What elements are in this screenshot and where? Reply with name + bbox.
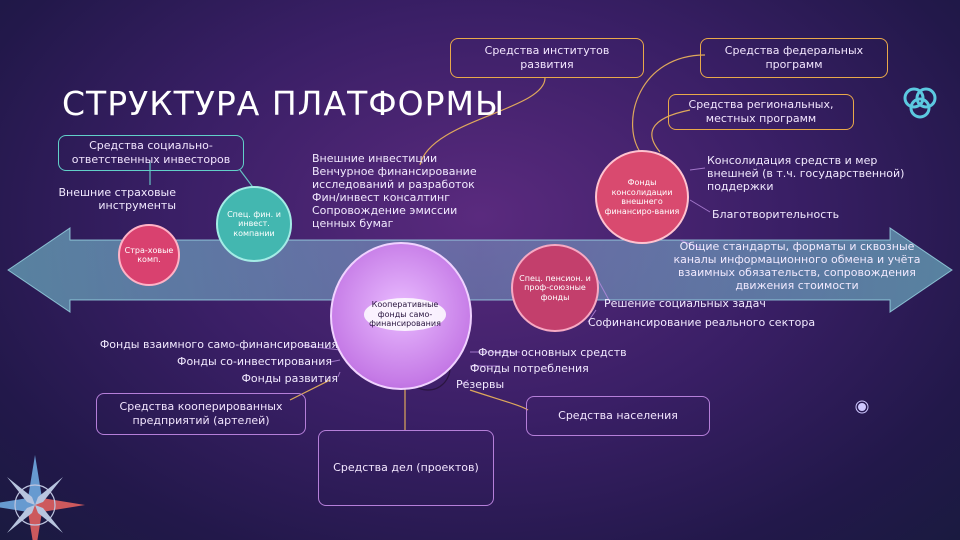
label-cooperative-funds: Кооперативные фонды само-финансирования — [364, 298, 446, 331]
text-cofinancing: Софинансирование реального сектора — [588, 316, 816, 329]
circle-cooperative-funds: Кооперативные фонды само-финансирования — [330, 242, 472, 390]
label-mutual-funds: Фонды взаимного само-финансирования — [99, 338, 338, 351]
logo-icon — [903, 87, 937, 119]
page-title: СТРУКТУРА ПЛАТФОРМЫ — [62, 84, 506, 123]
box-social-investors: Средства социально-ответственных инвесто… — [58, 135, 244, 171]
box-cooperated-enterprises: Средства кооперированных предприятий (ар… — [96, 393, 306, 435]
label-coinvest-funds: Фонды со-инвестирования — [176, 355, 332, 368]
text-common-standards: Общие стандарты, форматы и сквозные кана… — [673, 240, 921, 292]
label-development-funds: Фонды развития — [241, 372, 338, 385]
box-project-funds: Средства дел (проектов) — [318, 430, 494, 506]
text-social-tasks: Решение социальных задач — [604, 297, 766, 310]
circle-insurance-companies: Стра-ховые комп. — [118, 224, 180, 286]
label-insurance-instruments: Внешние страховые инструменты — [58, 186, 176, 212]
box-regional-programs: Средства региональных, местных программ — [668, 94, 854, 130]
box-institutes-funds: Средства институтов развития — [450, 38, 644, 78]
circle-pension-funds: Спец. пенсион. и проф-союзные фонды — [511, 244, 599, 332]
label-fixed-assets-funds: Фонды основных средств — [478, 346, 627, 359]
text-external-investments: Внешние инвестиции Венчурное финансирова… — [312, 152, 477, 230]
circle-spec-fin-companies: Спец. фин. и инвест. компании — [216, 186, 292, 262]
label-consumption-funds: Фонды потребления — [470, 362, 589, 375]
text-charity: Благотворительность — [712, 208, 840, 221]
circle-consolidation-funds: Фонды консолидации внешнего финансиро-ва… — [595, 150, 689, 244]
box-population-funds: Средства населения — [526, 396, 710, 436]
ornament-icon — [855, 400, 869, 414]
label-reserves: Резервы — [456, 378, 505, 391]
text-consolidation-support: Консолидация средств и мер внешней (в т.… — [707, 154, 905, 193]
box-federal-programs: Средства федеральных программ — [700, 38, 888, 78]
compass-rose-icon — [0, 455, 85, 540]
